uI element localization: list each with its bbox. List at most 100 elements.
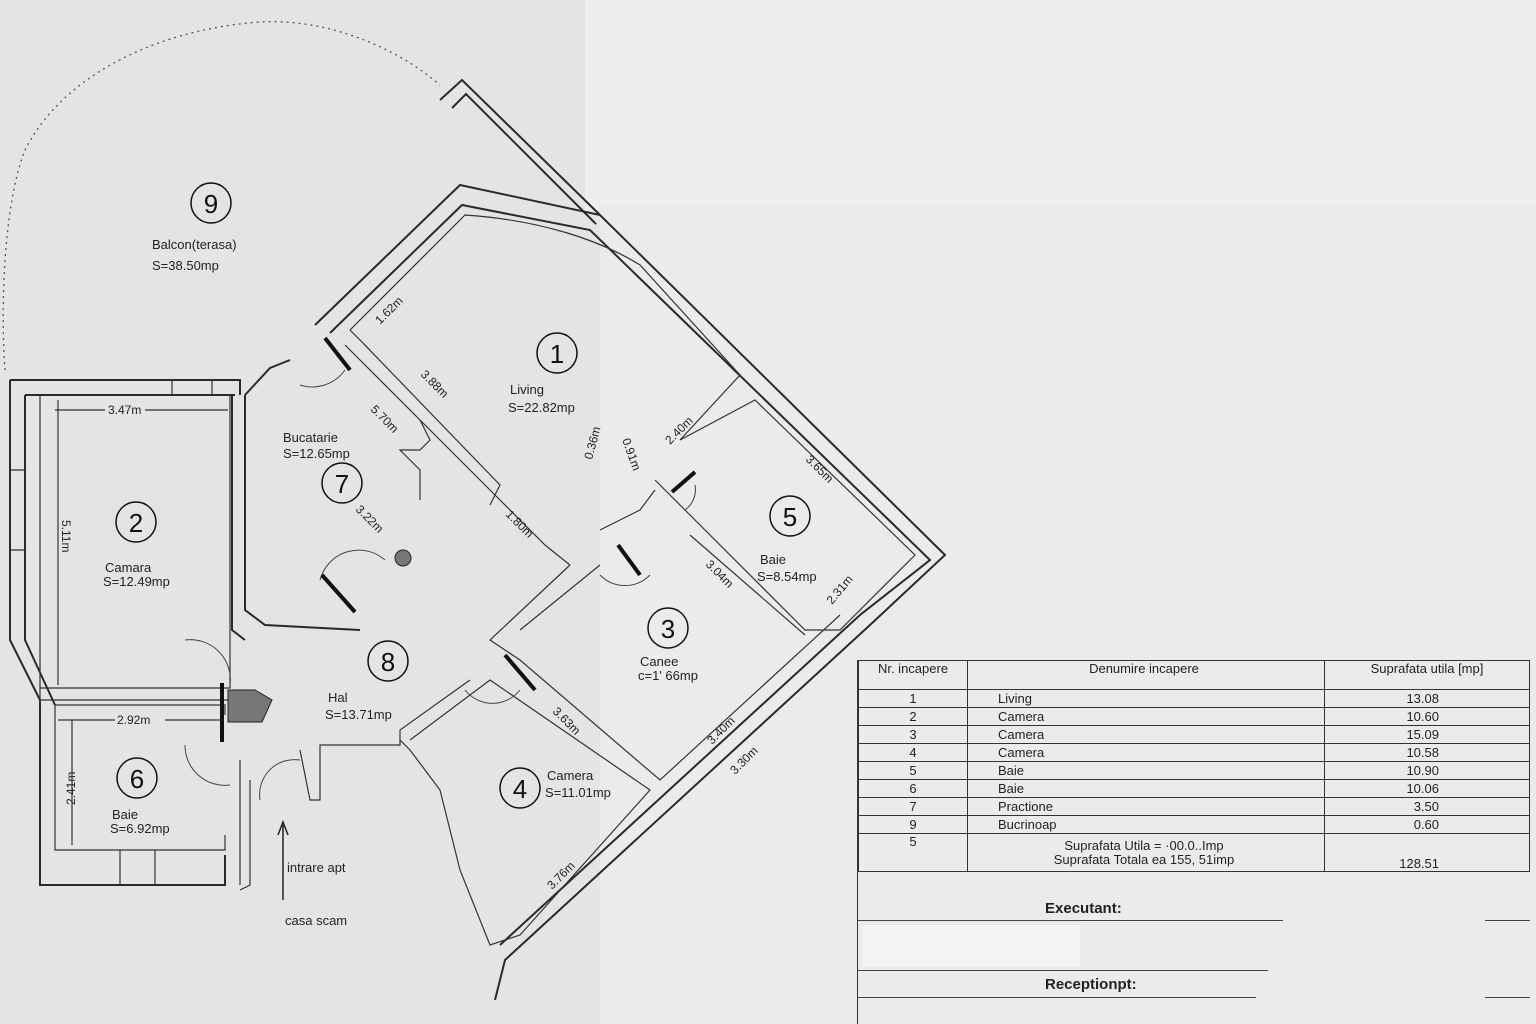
stairs-label: casa scam	[285, 913, 347, 928]
door-leaf	[670, 470, 697, 494]
dimension-label: 2.92m	[117, 713, 150, 727]
door-leaf	[616, 543, 642, 577]
executant-label: Executant:	[1045, 900, 1122, 917]
svg-text:2: 2	[129, 508, 143, 538]
room-3-walls	[489, 489, 841, 781]
dimension-label: 2.31m	[824, 572, 856, 607]
svg-text:1: 1	[550, 339, 564, 369]
door-swing	[184, 369, 696, 801]
room-8-marker: 8	[367, 640, 409, 682]
room-name: Baie	[112, 807, 138, 822]
room-area: S=38.50mp	[152, 258, 219, 273]
redacted-area	[862, 925, 1080, 967]
room-name: Camera	[547, 768, 594, 783]
kitchen-partition	[344, 344, 571, 566]
room-2-marker: 2	[115, 501, 157, 543]
signature-line	[858, 970, 1268, 971]
signature-line	[858, 997, 1256, 998]
door-leaf	[320, 573, 357, 614]
dimension-label: 3.30m	[727, 744, 760, 777]
svg-text:9: 9	[204, 189, 218, 219]
entrance-arrow-icon	[277, 819, 289, 900]
table-border	[857, 660, 858, 1024]
room-6-marker: 6	[116, 757, 158, 799]
room-area: S=12.65mp	[283, 446, 350, 461]
room-9-marker: 9	[190, 182, 232, 224]
dimension-label: 3.88m	[418, 367, 451, 400]
svg-text:8: 8	[381, 647, 395, 677]
room-name: Canee	[640, 654, 678, 669]
room-name: Bucatarie	[283, 430, 338, 445]
receptionat-label: Receptionpt:	[1045, 976, 1137, 993]
room-name: Living	[510, 382, 544, 397]
room-2-walls	[39, 395, 231, 705]
room-area: c=1' 66mp	[638, 668, 698, 683]
paper-sheet-background	[585, 0, 1536, 210]
room-name: Balcon(terasa)	[152, 237, 237, 252]
svg-text:7: 7	[335, 469, 349, 499]
room-area: S=6.92mp	[110, 821, 170, 836]
dimension-label: 5.70m	[368, 402, 401, 435]
signature-line	[858, 920, 1283, 921]
svg-text:4: 4	[513, 774, 527, 804]
dimension-label: 1.80m	[503, 507, 536, 540]
svg-text:6: 6	[130, 764, 144, 794]
dimension-label: 1.62m	[372, 294, 405, 327]
balcony-outline	[2, 21, 441, 371]
dimension-label: 3.22m	[353, 502, 386, 535]
outer-wall-left	[9, 379, 241, 886]
outer-wall-main	[314, 183, 947, 1001]
chimney-shaft	[227, 689, 273, 723]
room-name: Baie	[760, 552, 786, 567]
balcony-railing	[439, 78, 601, 225]
kitchen-walls	[231, 359, 361, 641]
signature-line	[1485, 920, 1530, 921]
dimension-label: 2.40m	[662, 414, 695, 447]
dimension-label: 3.47m	[108, 403, 141, 417]
dimension-label: 0.91m	[619, 436, 644, 472]
room-schedule-table: Nr. incapere Denumire incapere Suprafata…	[858, 660, 1530, 872]
room-area: S=13.71mp	[325, 707, 392, 722]
room-7-marker: 7	[321, 462, 363, 504]
svg-text:5: 5	[783, 502, 797, 532]
room-area: S=11.01mp	[545, 785, 611, 800]
room-4-walls	[399, 679, 651, 946]
room-1-marker: 1	[536, 332, 578, 374]
dimension-line	[55, 400, 228, 845]
table-header: Nr. incapere Denumire incapere Suprafata…	[858, 660, 1530, 690]
dimension-label: 0.36m	[581, 425, 603, 461]
hall-walls	[239, 679, 471, 891]
room-name: Camara	[105, 560, 152, 575]
room-name: Hal	[328, 690, 348, 705]
room-6-walls	[40, 699, 230, 851]
door-leaf	[323, 336, 352, 372]
room-3-marker: 3	[647, 607, 689, 649]
svg-text:3: 3	[661, 614, 675, 644]
window	[10, 380, 213, 885]
room-5-marker: 5	[769, 495, 811, 537]
dimension-label: 2.41m	[64, 772, 78, 805]
room-4-marker: 4	[499, 767, 541, 809]
drain-symbol	[394, 549, 412, 567]
room-area: S=12.49mp	[103, 574, 170, 589]
door-leaf	[503, 653, 537, 692]
dimension-label: 3.04m	[703, 557, 736, 590]
entrance-label: intrare apt	[287, 860, 346, 875]
living-walls	[349, 214, 741, 506]
dimension-label: 5.11m	[59, 520, 73, 552]
dimension-label: 3.65m	[803, 452, 836, 485]
room-area: S=8.54mp	[757, 569, 817, 584]
signature-line	[1485, 997, 1530, 998]
room-area: S=22.82mp	[508, 400, 575, 415]
paper-sheet-background	[600, 205, 1536, 1024]
